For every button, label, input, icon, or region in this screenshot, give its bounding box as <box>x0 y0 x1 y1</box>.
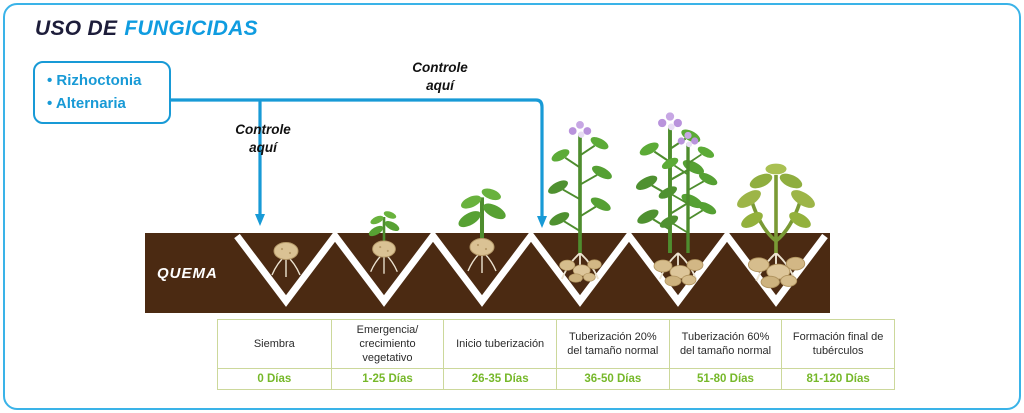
stage-column-inicio-tuberizacion: Inicio tuberización 26-35 Días <box>443 320 556 389</box>
tuber-cluster-icon <box>653 259 704 287</box>
pathogen-item-rizhoctonia: • Rizhoctonia <box>47 72 142 89</box>
stage-days: 36-50 Días <box>584 373 642 385</box>
arrow-to-tuberizacion <box>537 216 547 228</box>
stage-label: Siembra <box>218 320 331 369</box>
mature-plant-icon <box>631 110 721 287</box>
plant-stages <box>271 110 820 289</box>
stage-column-formacion-final: Formación final de tubérculos 81-120 Día… <box>781 320 894 389</box>
furrow-zigzag <box>234 230 828 307</box>
infographic-canvas: QUEMA <box>3 3 1021 410</box>
page-title: USO DE FUNGICIDAS <box>35 17 258 41</box>
control-annotation-tuberizacion: Controle aquí <box>412 60 468 93</box>
soil-band: QUEMA <box>145 230 830 313</box>
seedling-icon <box>456 186 508 274</box>
stage-days: 26-35 Días <box>471 373 529 385</box>
quema-label: QUEMA <box>157 265 218 282</box>
connector-trunk <box>169 98 544 219</box>
stage-days: 1-25 Días <box>362 373 413 385</box>
control-annotation-siembra: Controle aquí <box>235 122 291 155</box>
stage-label: Emergencia/ crecimiento vegetativo <box>331 320 444 369</box>
seed-potato-icon <box>271 241 301 278</box>
tuber-cluster-icon <box>559 259 602 283</box>
stage-label: Formación final de tubérculos <box>782 320 894 369</box>
stage-column-siembra: Siembra 0 Días <box>218 320 331 389</box>
stage-label: Tuberización 60% del tamaño normal <box>669 320 782 369</box>
sprout-icon <box>365 208 403 275</box>
stage-days: 0 Días <box>257 373 292 385</box>
stage-column-tuberizacion-20: Tuberización 20% del tamaño normal 36-50… <box>555 320 669 389</box>
senescing-plant-icon <box>732 161 820 289</box>
stage-days: 81-120 Días <box>806 373 870 385</box>
pathogen-item-alternaria: • Alternaria <box>47 94 126 112</box>
stage-label: Inicio tuberización <box>444 320 556 369</box>
title-prefix: USO DE <box>35 17 118 40</box>
stage-table: Siembra 0 Días Emergencia/ crecimiento v… <box>217 319 895 390</box>
stage-column-tuberizacion-60: Tuberización 60% del tamaño normal 51-80… <box>668 320 782 389</box>
flowering-plant-icon <box>544 119 616 283</box>
title-highlight: FUNGICIDAS <box>124 17 258 40</box>
stage-days: 51-80 Días <box>697 373 754 385</box>
stage-column-emergencia: Emergencia/ crecimiento vegetativo 1-25 … <box>330 320 444 389</box>
arrow-to-siembra <box>255 214 265 226</box>
stage-label: Tuberización 20% del tamaño normal <box>556 320 669 369</box>
connector-lines <box>169 98 544 219</box>
tuber-cluster-icon <box>747 256 806 289</box>
pathogen-list-box: • Rizhoctonia • Alternaria <box>33 61 171 124</box>
